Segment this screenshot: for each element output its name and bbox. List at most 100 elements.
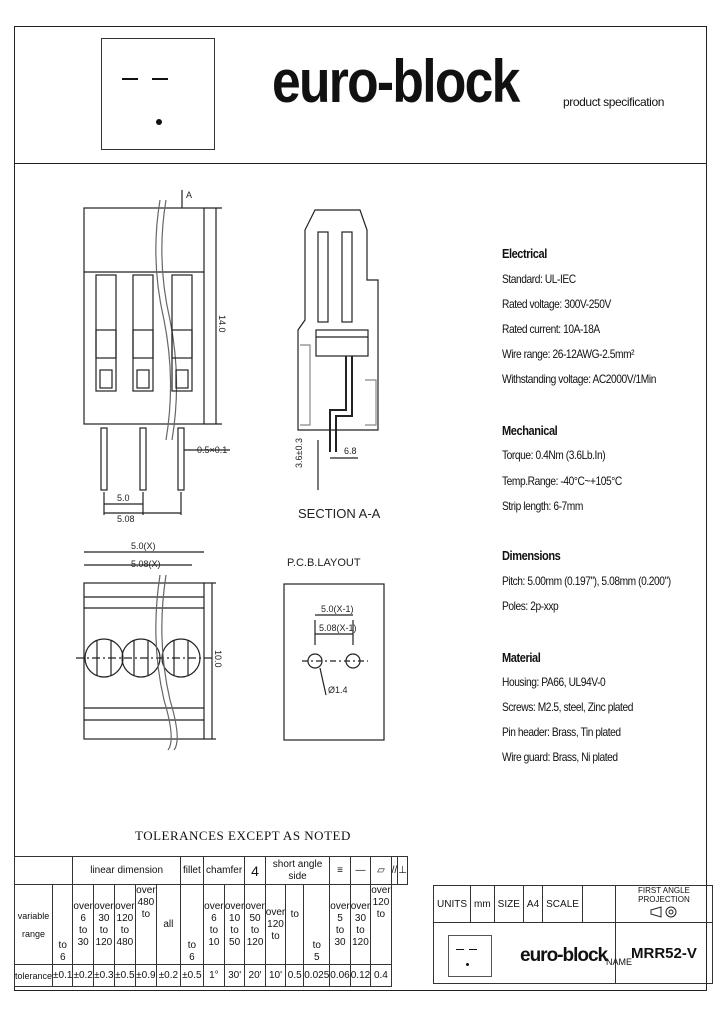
dim-pin-label: 0.5×0.1 — [197, 445, 227, 455]
pcb-hole-label: Ø1.4 — [328, 685, 348, 695]
logo-dot — [156, 119, 162, 125]
title-brand: euro-block — [520, 945, 608, 966]
table-cell: 1° — [202, 964, 225, 987]
top-dim1-label: 5.0(X) — [131, 541, 156, 551]
material-line: Screws: M2.5, steel, Zinc plated — [502, 700, 633, 714]
section-dim-left-label: 3.6±0.3 — [294, 438, 304, 468]
electrical-line: Rated voltage: 300V-250V — [502, 297, 611, 311]
table-cell: 0.12 — [349, 964, 372, 987]
section-dim-right-label: 6.8 — [344, 446, 357, 456]
logo-box — [101, 38, 215, 150]
table-cell: ±0.2 — [72, 964, 94, 987]
material-line: Wire guard: Brass, Ni plated — [502, 750, 618, 764]
table-cell: 30' — [223, 964, 246, 987]
table-cell: all — [155, 884, 181, 965]
mechanical-line: Strip length: 6-7mm — [502, 499, 583, 513]
header-divider — [14, 163, 707, 164]
table-cell: ±0.5 — [113, 964, 136, 987]
table-cell: 0.4 — [370, 964, 392, 987]
section-label: SECTION A-A — [298, 506, 381, 521]
table-header: ≡ — [329, 856, 351, 885]
title-logo-cell: euro-block NAME — [433, 922, 632, 984]
table-cell: 0.025 — [303, 964, 331, 987]
top-height-label: 10.0 — [213, 650, 223, 668]
top-view-drawing — [76, 551, 216, 751]
logo-dash-right — [152, 78, 168, 80]
table-header: — — [349, 856, 372, 885]
title-block: UNITS mm SIZE A4 SCALE FIRST ANGLE PROJE… — [433, 885, 713, 984]
table-header: chamfer — [202, 856, 246, 885]
table-cell: ±0.5 — [179, 964, 204, 987]
electrical-title: Electrical — [502, 246, 547, 261]
mini-logo-dot — [466, 963, 469, 966]
top-dim2-label: 5.08(X) — [131, 559, 161, 569]
mechanical-title: Mechanical — [502, 423, 558, 438]
section-marker-label: A — [186, 190, 192, 200]
table-header: linear dimension — [72, 856, 181, 885]
table-header: ⊥ — [397, 856, 408, 885]
tolerance-title: TOLERANCES EXCEPT AS NOTED — [135, 828, 351, 843]
material-line: Pin header: Brass, Tin plated — [502, 725, 621, 739]
table-cell: 0.06 — [329, 964, 351, 987]
first-angle-projection-icon — [650, 906, 677, 918]
dim-pitch2-label: 5.08 — [117, 514, 135, 524]
pcb-dim2-label: 5.08(X-1) — [319, 623, 357, 633]
table-cell: ±0.2 — [155, 964, 181, 987]
dimensions-line: Pitch: 5.00mm (0.197"), 5.08mm (0.200") — [502, 574, 671, 588]
pcb-layout-drawing — [283, 583, 385, 741]
electrical-line: Standard: UL-IEC — [502, 272, 576, 286]
pcb-dim1-label: 5.0(X-1) — [321, 604, 354, 614]
table-header: fillet — [179, 856, 204, 885]
brand-title: euro-block — [272, 48, 520, 115]
mechanical-line: Temp.Range: -40°C~+105°C — [502, 474, 622, 488]
projection-label: FIRST ANGLE PROJECTION — [638, 886, 690, 904]
drawing-sheet-border — [14, 26, 707, 991]
electrical-line: Withstanding voltage: AC2000V/1Min — [502, 372, 656, 386]
size-label: SIZE — [493, 885, 524, 923]
table-cell: 10' — [264, 964, 287, 987]
table-header: ▱ — [370, 856, 392, 885]
dimensions-line: Poles: 2p-xxp — [502, 599, 559, 613]
units-value: mm — [470, 885, 495, 923]
logo-dash-left — [122, 78, 138, 80]
table-cell: to — [285, 884, 305, 965]
dim-height-label: 14.0 — [217, 315, 227, 333]
part-name: MRR52-V — [614, 922, 713, 984]
name-label: NAME — [606, 957, 633, 967]
table-row-label: tolerance — [13, 964, 54, 987]
mechanical-line: Torque: 0.4Nm (3.6Lb.In) — [502, 448, 606, 462]
table-header: 4 — [244, 856, 266, 885]
table-cell: ±0.3 — [92, 964, 115, 987]
units-label: UNITS — [433, 885, 471, 923]
table-cell: ±0.9 — [134, 964, 157, 987]
material-title: Material — [502, 650, 541, 665]
table-cell — [13, 856, 74, 885]
pcb-layout-label: P.C.B.LAYOUT — [287, 557, 361, 569]
scale-label: SCALE — [542, 885, 583, 923]
dim-pitch-label: 5.0 — [117, 493, 130, 503]
tolerance-table: linear dimension fillet chamfer 4 short … — [13, 856, 408, 987]
material-line: Housing: PA66, UL94V-0 — [502, 675, 606, 689]
table-header: short angle side — [264, 856, 331, 885]
mini-logo-dash — [456, 949, 464, 950]
size-value: A4 — [522, 885, 544, 923]
table-cell: ±0.1 — [52, 964, 74, 987]
scale-value — [581, 885, 616, 923]
dimensions-title: Dimensions — [502, 548, 561, 563]
electrical-line: Rated current: 10A-18A — [502, 322, 600, 336]
